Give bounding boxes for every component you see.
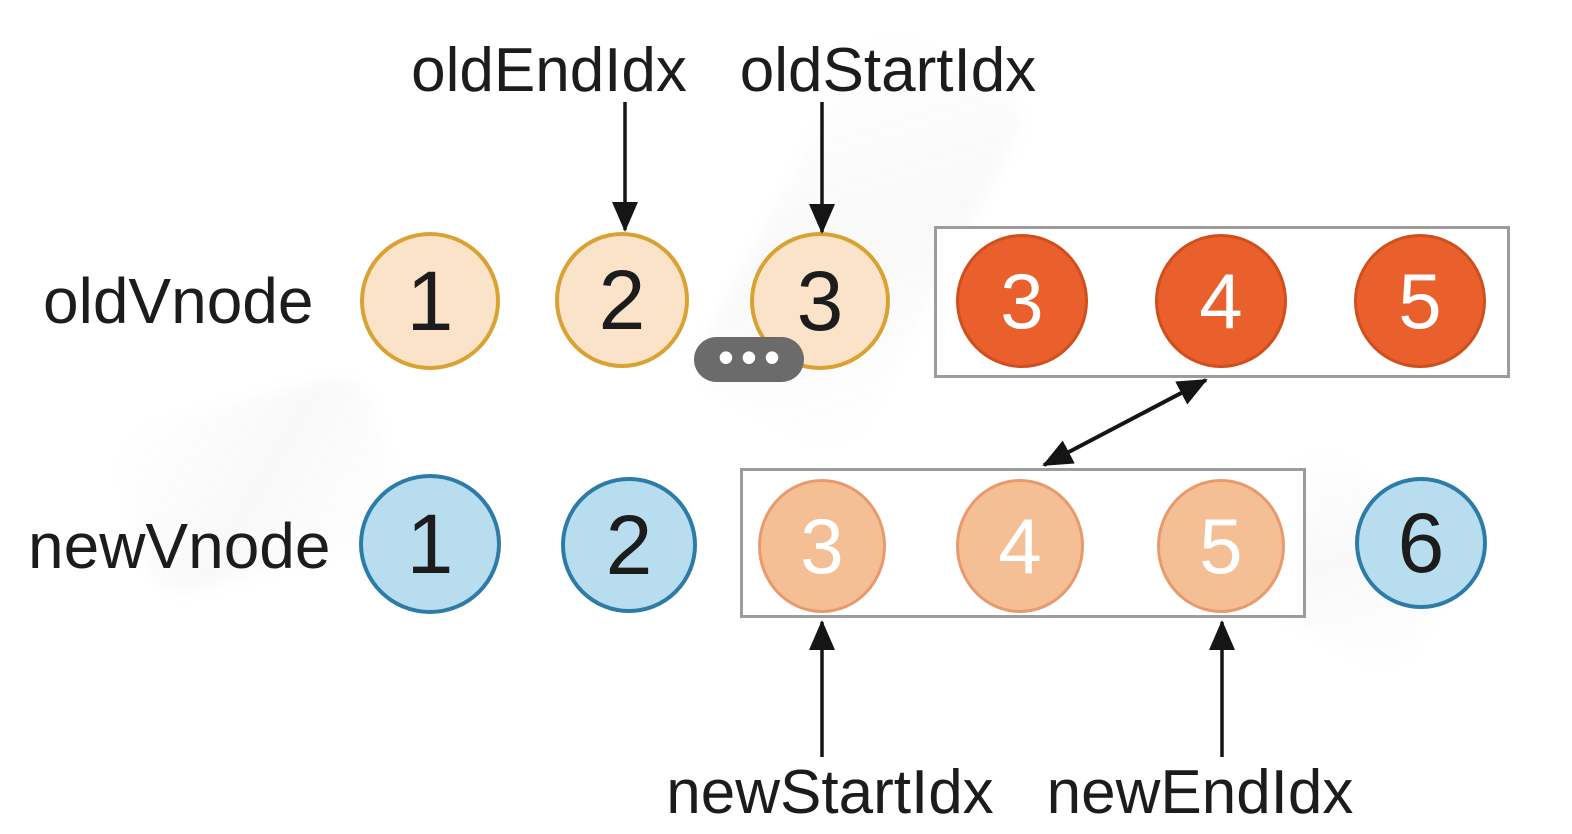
- new-boxed-vnode-4-value: 4: [998, 502, 1042, 590]
- old-boxed-vnode-4-value: 4: [1199, 257, 1243, 345]
- new-start-idx-label: newStartIdx: [666, 758, 994, 827]
- new-vnode-2: 2: [561, 477, 697, 613]
- old-boxed-vnode-5: 5: [1354, 234, 1486, 368]
- old-boxed-vnode-3-value: 3: [1000, 257, 1044, 345]
- old-boxed-vnode-4: 4: [1155, 234, 1287, 368]
- old-vnode-1-value: 1: [406, 254, 454, 348]
- new-vnode-1: 1: [359, 474, 501, 614]
- old-vnode-1: 1: [360, 232, 500, 370]
- new-boxed-vnode-4: 4: [956, 479, 1084, 613]
- old-vnode-2: 2: [555, 232, 689, 368]
- ellipsis-icon: •••: [694, 330, 804, 383]
- new-row-label: newVnode: [28, 510, 331, 582]
- new-vnode-1-value: 1: [406, 497, 454, 591]
- ellipsis-dots: •••: [717, 330, 788, 383]
- old-vnode-3-value: 3: [796, 254, 844, 348]
- old-end-idx-label: oldEndIdx: [411, 36, 687, 105]
- old-vnode-2-value: 2: [598, 253, 646, 347]
- old-boxed-vnode-3: 3: [956, 234, 1088, 368]
- new-boxed-vnode-5-value: 5: [1199, 502, 1243, 590]
- new-boxed-vnode-3: 3: [758, 479, 886, 613]
- new-boxed-vnode-5: 5: [1157, 479, 1285, 613]
- new-boxed-vnode-3-value: 3: [800, 502, 844, 590]
- old-start-idx-label: oldStartIdx: [739, 36, 1037, 105]
- old-row-label: oldVnode: [43, 265, 314, 337]
- old-boxed-vnode-5-value: 5: [1398, 257, 1442, 345]
- swap-double-arrow: [1042, 378, 1208, 467]
- new-end-idx-label: newEndIdx: [1046, 758, 1354, 827]
- new-vnode-6-value: 6: [1397, 496, 1445, 590]
- new-vnode-2-value: 2: [605, 498, 653, 592]
- new-vnode-6: 6: [1355, 477, 1487, 609]
